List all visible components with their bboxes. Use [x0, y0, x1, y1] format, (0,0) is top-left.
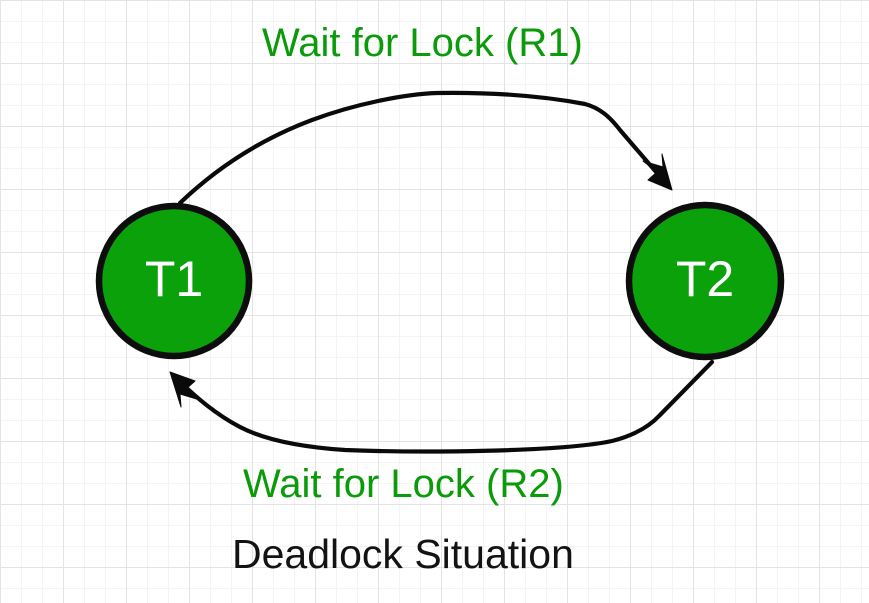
edge-label-wait-for-lock-r1: Wait for Lock (R1) [262, 21, 583, 65]
edge-t2-to-t1 [169, 359, 715, 454]
node-t1[interactable]: T1 [95, 202, 253, 360]
edge-label-wait-for-lock-r2: Wait for Lock (R2) [243, 462, 564, 506]
edge-t1-to-t2-line [177, 90, 666, 206]
node-t1-label: T1 [145, 251, 203, 307]
edge-t2-to-t1-line [177, 359, 715, 454]
node-t1-circle[interactable] [95, 202, 253, 360]
node-t2[interactable]: T2 [625, 201, 785, 361]
node-t2-label: T2 [676, 251, 734, 307]
node-t2-circle[interactable] [625, 201, 785, 361]
edge-t1-to-t2-arrowhead [642, 153, 673, 191]
edge-t1-to-t2 [177, 90, 673, 206]
edge-t2-to-t1-arrowhead [169, 371, 201, 408]
diagram-caption: Deadlock Situation [232, 531, 574, 577]
